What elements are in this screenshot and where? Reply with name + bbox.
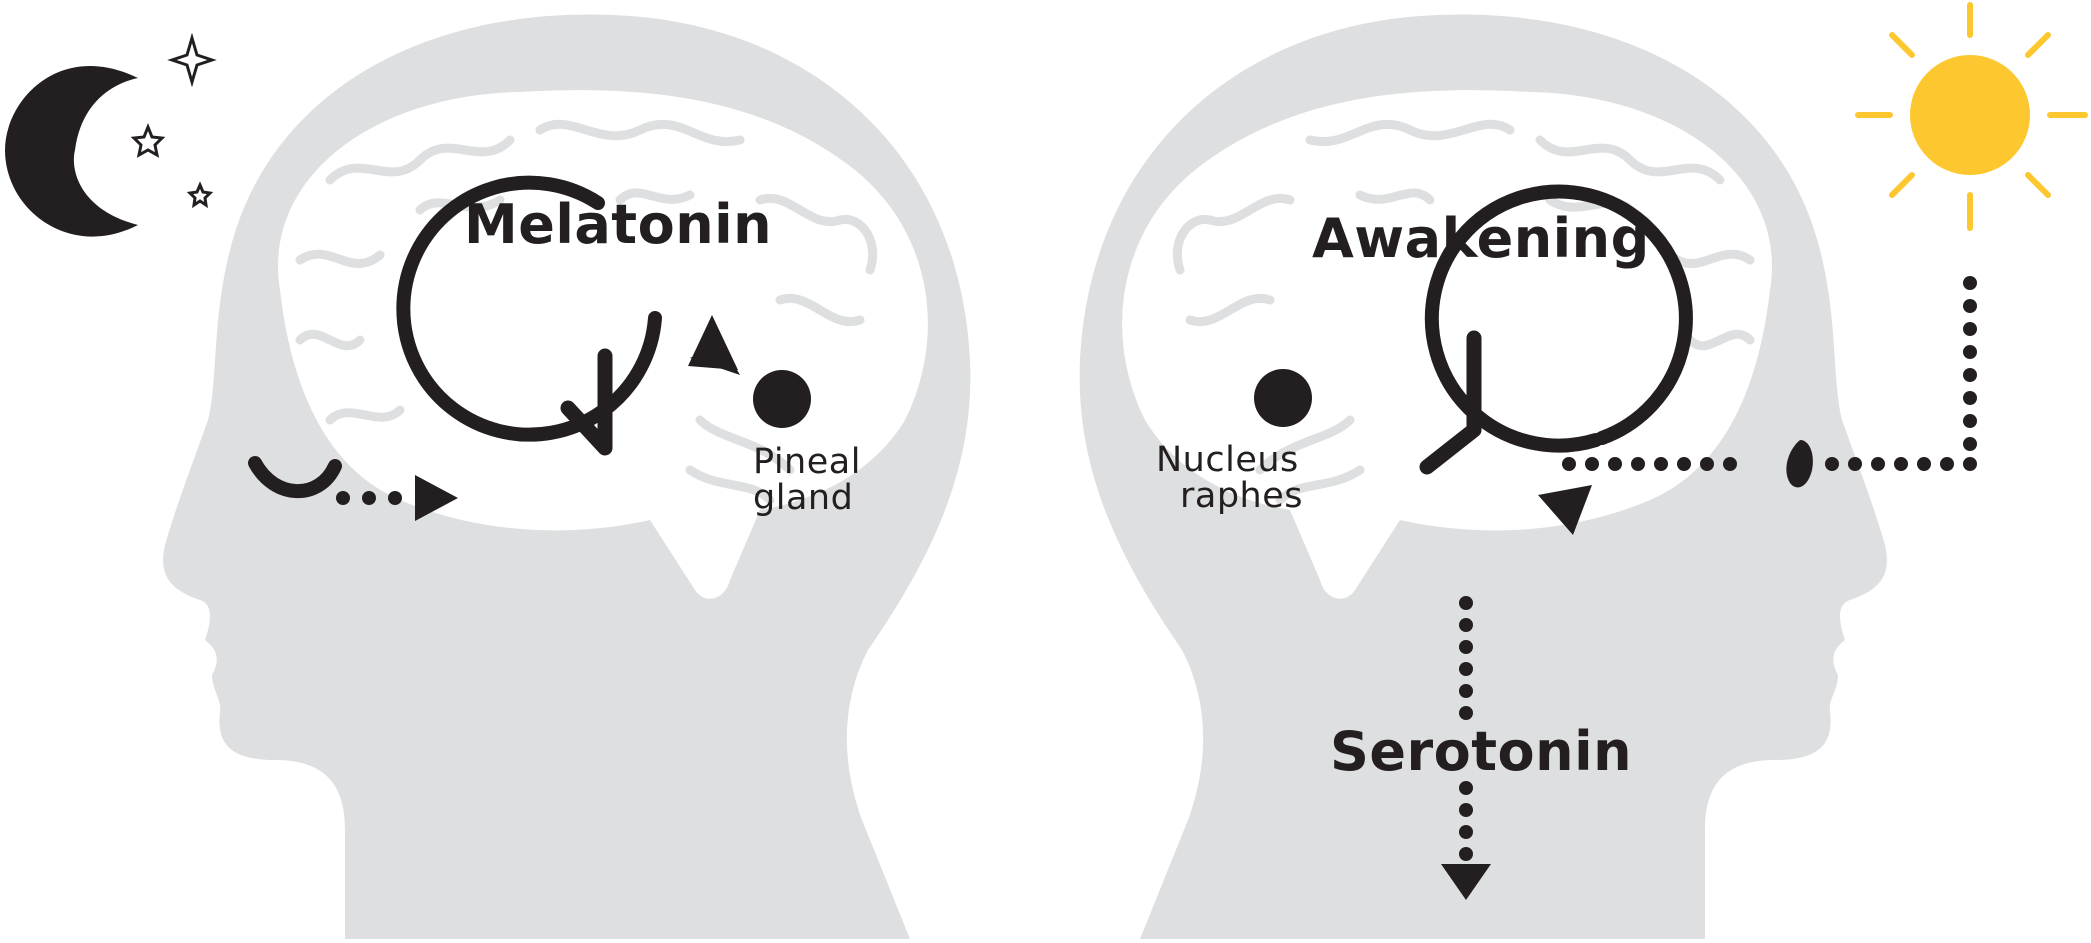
sun-icon	[1858, 5, 2085, 228]
sun-disc	[1910, 55, 2030, 175]
nucleus-raphes-label-line1: Nucleus	[1156, 442, 1299, 478]
pineal-gland-label-line1: Pineal	[753, 444, 861, 480]
pineal-gland-label-line2: gland	[753, 480, 853, 516]
awakening-title: Awakening	[1312, 212, 1650, 266]
nucleus-raphes-label-line2: raphes	[1180, 478, 1303, 514]
star-icon	[172, 38, 212, 82]
moon-icon	[5, 66, 138, 237]
melatonin-title: Melatonin	[464, 198, 772, 252]
moon-with-stars-icon	[5, 38, 212, 237]
right-clock-cycle-ring-arc	[1607, 445, 1608, 451]
star-icon	[134, 127, 162, 155]
serotonin-label: Serotonin	[1330, 725, 1632, 779]
pineal-gland-dot	[753, 370, 811, 428]
nucleus-raphes-dot	[1254, 369, 1312, 427]
star-icon	[190, 185, 210, 205]
